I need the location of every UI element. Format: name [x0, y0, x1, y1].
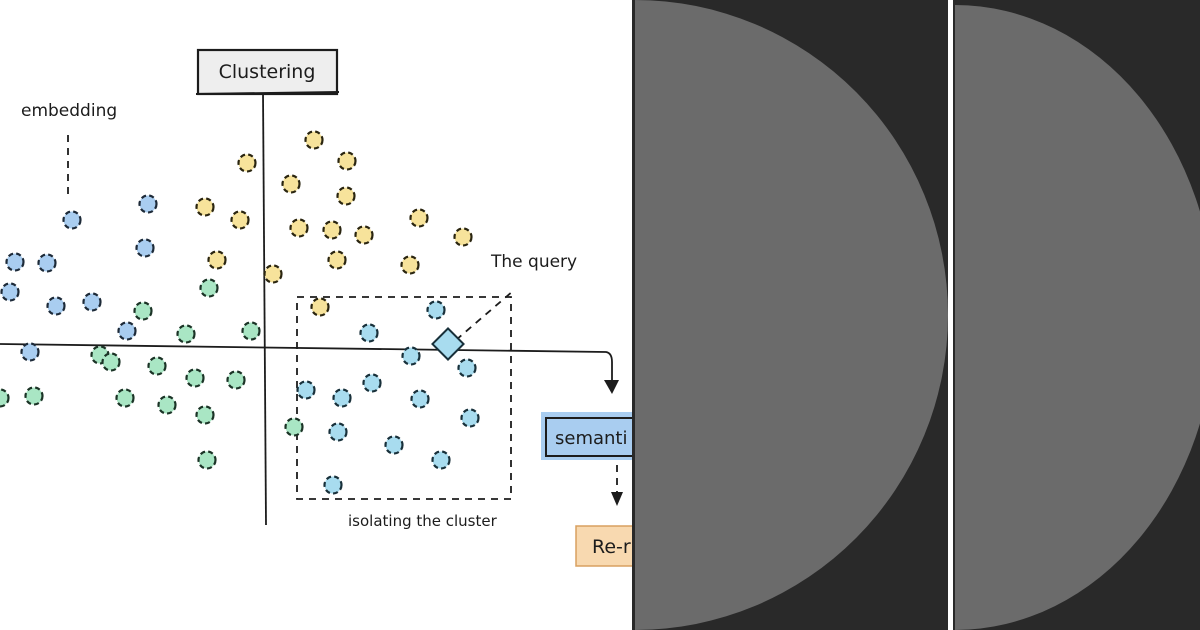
scatter-point [337, 151, 357, 171]
scatter-point [296, 380, 316, 400]
cluster-selection-box [296, 296, 512, 500]
scatter-point [101, 352, 121, 372]
scatter-point [336, 186, 356, 206]
scatter-point [410, 389, 430, 409]
scatter-point [426, 300, 446, 320]
scatter-point [359, 323, 379, 343]
rerank-label: Re-r [592, 536, 631, 558]
scatter-point [138, 194, 158, 214]
half-disc-right [955, 5, 1200, 630]
clustering-label-box: Clustering [195, 48, 340, 96]
scatter-point [409, 208, 429, 228]
embedding-label: embedding [21, 101, 117, 121]
scatter-point [133, 301, 153, 321]
scatter-point [24, 386, 44, 406]
vertical-axis [262, 91, 267, 526]
scatter-point [46, 296, 66, 316]
scatter-point [354, 225, 374, 245]
scatter-point [117, 321, 137, 341]
scatter-point [284, 417, 304, 437]
scatter-point [226, 370, 246, 390]
scatter-point [401, 346, 421, 366]
scatter-point [135, 238, 155, 258]
scatter-point [185, 368, 205, 388]
dark-panel [632, 0, 1200, 630]
scatter-point [281, 174, 301, 194]
semantic-label-box: semanti [541, 412, 641, 460]
guides [67, 135, 623, 506]
scatter-point [460, 408, 480, 428]
query-leader-line [455, 290, 514, 341]
scatter-point [384, 435, 404, 455]
scatter-point [304, 130, 324, 150]
scatter-point [289, 218, 309, 238]
scatter-point [263, 264, 283, 284]
scatter-point [157, 395, 177, 415]
scatter-point [37, 253, 57, 273]
axis-arrowhead-icon [604, 380, 619, 394]
scatter-point [195, 405, 215, 425]
query-point-icon [431, 327, 465, 361]
query-label: The query [490, 252, 577, 272]
scatter-point [327, 250, 347, 270]
scatter-point [241, 321, 261, 341]
scatter-point [5, 252, 25, 272]
scatter-point [115, 388, 135, 408]
scatter-point [195, 197, 215, 217]
panel-divider [948, 0, 953, 630]
scatter-point [147, 356, 167, 376]
scatter-point [332, 388, 352, 408]
scatter-point [207, 250, 227, 270]
scatter-point [237, 153, 257, 173]
scatter-point [322, 220, 342, 240]
scatter-point [453, 227, 473, 247]
scatter-point [400, 255, 420, 275]
points-layer [0, 130, 480, 495]
half-disc-left [635, 0, 948, 630]
scatter-point [82, 292, 102, 312]
isolating-label: isolating the cluster [348, 512, 498, 530]
scatter-point [323, 475, 343, 495]
scatter-point [197, 450, 217, 470]
scatter-point [457, 358, 477, 378]
axes [0, 91, 619, 526]
scatter-point [20, 342, 40, 362]
scatter-point [362, 373, 382, 393]
scatter-point [310, 297, 330, 317]
clustering-label: Clustering [219, 61, 316, 83]
horizontal-axis [0, 343, 613, 385]
scatter-point [62, 210, 82, 230]
scatter-point [176, 324, 196, 344]
down-arrow-icon [611, 492, 623, 506]
scatter-point [431, 450, 451, 470]
semantic-label: semanti [555, 428, 627, 449]
scatter-point [0, 388, 10, 408]
scatter-point [230, 210, 250, 230]
scatter-point [328, 422, 348, 442]
scatter-point [0, 282, 20, 302]
scatter-point [199, 278, 219, 298]
